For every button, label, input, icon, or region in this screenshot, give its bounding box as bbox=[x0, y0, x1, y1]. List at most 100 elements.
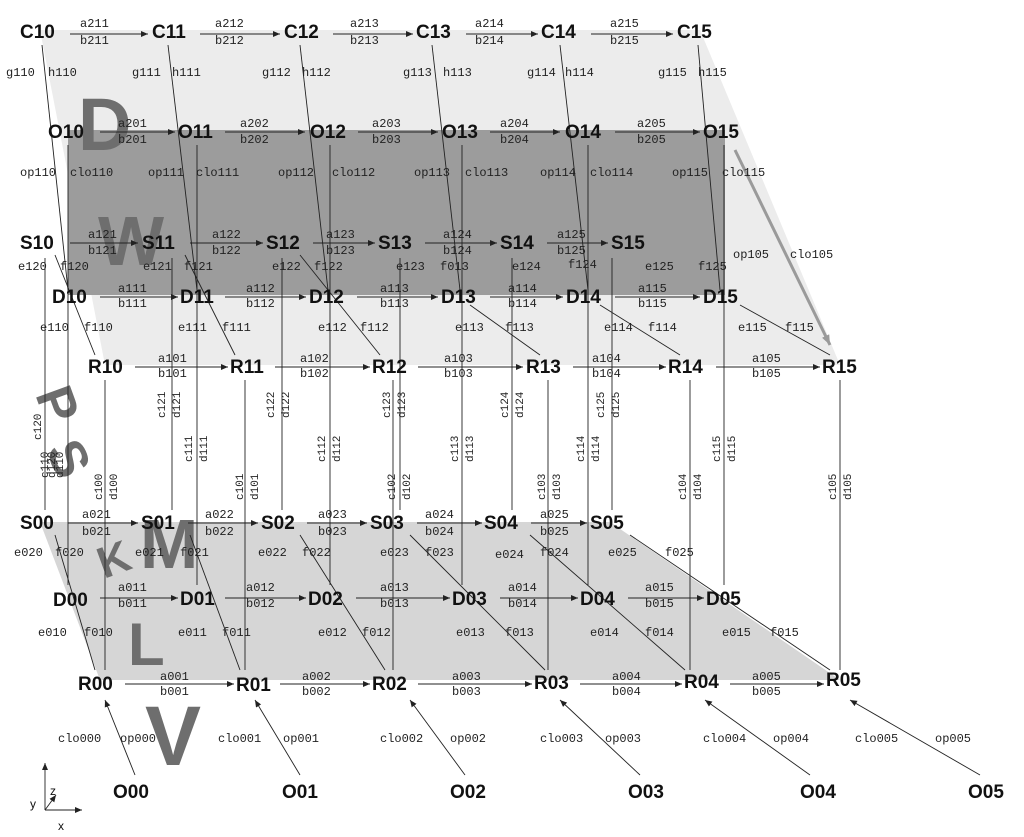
node-d15: D15 bbox=[703, 287, 738, 308]
edge-label: a213 bbox=[350, 17, 379, 31]
axis-x-label: x bbox=[58, 819, 64, 833]
edge-label: clo001 bbox=[218, 732, 261, 746]
edge-label: c111 bbox=[184, 435, 196, 462]
node-c13: C13 bbox=[416, 22, 451, 43]
edge-label: e015 bbox=[722, 626, 751, 640]
edge-label: b104 bbox=[592, 367, 621, 381]
edge-label: c102 bbox=[387, 474, 399, 500]
edge-label: d122 bbox=[281, 392, 293, 418]
edge-label: c113 bbox=[450, 436, 462, 462]
edge-label: a021 bbox=[82, 508, 111, 522]
edge-label: clo112 bbox=[332, 166, 375, 180]
edge-label: a011 bbox=[118, 581, 147, 595]
edge-label: a003 bbox=[452, 670, 481, 684]
edge-label: a023 bbox=[318, 508, 347, 522]
edge-label: f111 bbox=[222, 321, 251, 335]
node-o01: O01 bbox=[282, 782, 318, 803]
node-o05: O05 bbox=[968, 782, 1004, 803]
edge-label: b114 bbox=[508, 297, 537, 311]
edge-label: b214 bbox=[475, 34, 504, 48]
edge-label: a013 bbox=[380, 581, 409, 595]
edge-label: d112 bbox=[332, 436, 344, 462]
edge-label: b021 bbox=[82, 525, 111, 539]
node-s10: S10 bbox=[20, 233, 54, 254]
edge-label: c110 bbox=[40, 452, 52, 478]
edge-label: d100 bbox=[109, 474, 121, 500]
edge-label: d101 bbox=[250, 473, 262, 500]
edge-label: a005 bbox=[752, 670, 781, 684]
edge-label: op110 bbox=[20, 166, 56, 180]
edge-label: h113 bbox=[443, 66, 472, 80]
edge-label: e011 bbox=[178, 626, 207, 640]
edge-label: d103 bbox=[552, 474, 564, 500]
node-s12: S12 bbox=[266, 233, 300, 254]
edge-label: d125 bbox=[611, 392, 623, 418]
edge-label: e111 bbox=[178, 321, 207, 335]
edge-label: a022 bbox=[205, 508, 234, 522]
edge-label: f025 bbox=[665, 546, 694, 560]
edge-label: d111 bbox=[199, 435, 211, 462]
node-c14: C14 bbox=[541, 22, 576, 43]
edge-label: e020 bbox=[14, 546, 43, 560]
edge-label: c101 bbox=[235, 473, 247, 500]
node-s15: S15 bbox=[611, 233, 645, 254]
node-c15: C15 bbox=[677, 22, 712, 43]
edge-label: f015 bbox=[770, 626, 799, 640]
edge-label: f013 bbox=[440, 260, 469, 274]
edge-label: e115 bbox=[738, 321, 767, 335]
edge-label: a214 bbox=[475, 17, 504, 31]
edge-label: c104 bbox=[678, 473, 690, 500]
node-r00: R00 bbox=[78, 674, 113, 695]
big-letter-m: M bbox=[140, 505, 198, 583]
edge-label: d105 bbox=[843, 474, 855, 500]
node-s00: S00 bbox=[20, 513, 54, 534]
node-o00: O00 bbox=[113, 782, 149, 803]
edge-label: a002 bbox=[302, 670, 331, 684]
node-d11: D11 bbox=[180, 287, 214, 308]
edge-label: g110 bbox=[6, 66, 35, 80]
edge-label: c120 bbox=[33, 414, 45, 440]
node-d10: D10 bbox=[52, 287, 87, 308]
edge-label: f024 bbox=[540, 546, 569, 560]
edge-label: g111 bbox=[132, 66, 161, 80]
edge-label: g115 bbox=[658, 66, 687, 80]
edge-label: a101 bbox=[158, 352, 187, 366]
edge-label: h111 bbox=[172, 66, 201, 80]
node-r13: R13 bbox=[526, 357, 561, 378]
edge-label: b203 bbox=[372, 133, 401, 147]
edge-label: e124 bbox=[512, 260, 541, 274]
edge-label: c114 bbox=[576, 435, 588, 462]
edge-label: f122 bbox=[314, 260, 343, 274]
edge-label: e024 bbox=[495, 548, 524, 562]
edge-label: a004 bbox=[612, 670, 641, 684]
edge-label: c122 bbox=[266, 392, 278, 418]
edge-label: g112 bbox=[262, 66, 291, 80]
edge-label: b202 bbox=[240, 133, 269, 147]
edge-label: e121 bbox=[143, 260, 172, 274]
edge-label: clo105 bbox=[790, 248, 833, 262]
edge-label: h110 bbox=[48, 66, 77, 80]
node-r01: R01 bbox=[236, 675, 271, 696]
axis-z-label: z bbox=[50, 784, 56, 798]
edge-label: f011 bbox=[222, 626, 251, 640]
edge-label: e022 bbox=[258, 546, 287, 560]
edge-label: b123 bbox=[326, 244, 355, 258]
edge-label: d104 bbox=[693, 473, 705, 500]
edge-label: a102 bbox=[300, 352, 329, 366]
node-o12: O12 bbox=[310, 122, 346, 143]
edge-label: e023 bbox=[380, 546, 409, 560]
edge-label: e025 bbox=[608, 546, 637, 560]
edge-label: f014 bbox=[645, 626, 674, 640]
edge-label: d124 bbox=[515, 391, 527, 418]
edge-label: c105 bbox=[828, 474, 840, 500]
edge-label: c103 bbox=[537, 474, 549, 500]
edge-label: f010 bbox=[84, 626, 113, 640]
edge-label: b115 bbox=[638, 297, 667, 311]
edge-label: f022 bbox=[302, 546, 331, 560]
edge-label: a024 bbox=[425, 508, 454, 522]
edge-label: clo110 bbox=[70, 166, 113, 180]
edge-label: b122 bbox=[212, 244, 241, 258]
edge-label: b011 bbox=[118, 597, 147, 611]
edge-label: f120 bbox=[60, 260, 89, 274]
edge-label: a121 bbox=[88, 228, 117, 242]
